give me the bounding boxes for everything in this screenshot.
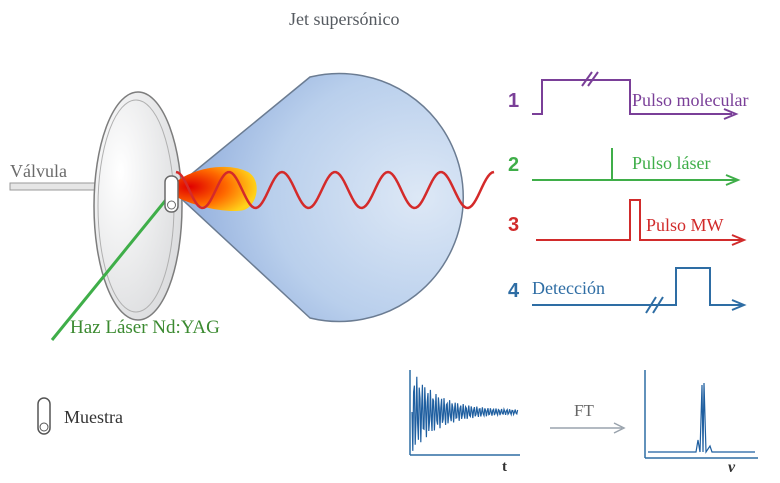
pulse-3-trace — [536, 199, 747, 246]
spectrum-plot — [644, 370, 758, 459]
spectrum-trace — [648, 382, 755, 454]
frequency-axis-label: ν — [728, 459, 736, 476]
ft-label: FT — [574, 401, 594, 420]
microwave-wave — [175, 170, 495, 210]
sample-label: Muestra — [64, 407, 123, 427]
pulse-2-trace — [532, 148, 741, 186]
pulse-4-label: Detección — [532, 278, 605, 298]
pulse-2-number: 2 — [508, 154, 520, 176]
laser-beam-label: Haz Láser Nd:YAG — [70, 317, 220, 338]
time-axis-label: t — [502, 459, 507, 475]
pulse-4-number: 4 — [508, 280, 520, 302]
pulse-1-trace — [532, 71, 739, 120]
fid-plot — [409, 370, 520, 456]
nozzle — [164, 175, 179, 213]
pulse-2-label: Pulso láser — [632, 153, 711, 173]
valve-label: Válvula — [10, 161, 67, 181]
pulse-1-number: 1 — [508, 90, 520, 112]
jet-label: Jet supersónico — [289, 9, 400, 29]
fid-trace — [411, 376, 519, 451]
laser-beam — [50, 189, 176, 341]
ft-arrow — [550, 422, 626, 434]
sample-icon — [37, 397, 51, 435]
pulse-3-number: 3 — [508, 214, 520, 236]
pulse-1-label: Pulso molecular — [632, 90, 749, 110]
pulse-3-label: Pulso MW — [646, 215, 724, 235]
pulse-4-trace — [532, 267, 747, 314]
